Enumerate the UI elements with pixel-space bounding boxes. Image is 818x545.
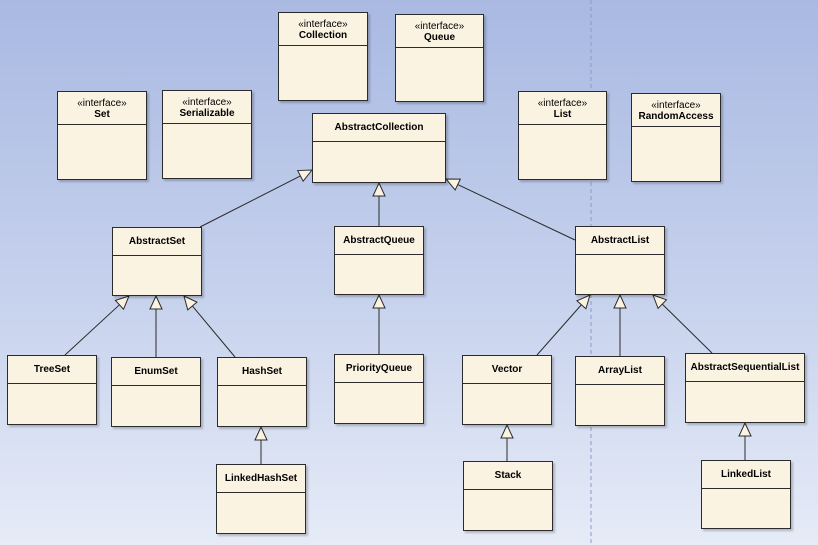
generalization-arrowhead bbox=[500, 423, 514, 439]
class-header: «interface» Set bbox=[58, 92, 146, 125]
generalization-hash-set-to-abstract-set bbox=[183, 295, 236, 358]
class-name: Collection bbox=[298, 30, 348, 41]
class-name: LinkedHashSet bbox=[224, 473, 298, 484]
generalization-line bbox=[199, 175, 301, 228]
stereotype-label: «interface» bbox=[537, 98, 588, 109]
class-name: RandomAccess bbox=[638, 111, 714, 122]
class-name: Queue bbox=[423, 32, 456, 43]
class-header: «interface» List bbox=[519, 92, 606, 125]
interface-collection[interactable]: «interface» Collection bbox=[278, 12, 368, 101]
class-abstract-list[interactable]: AbstractList bbox=[575, 226, 665, 295]
class-array-list[interactable]: ArrayList bbox=[575, 356, 665, 426]
generalization-array-list-to-abstract-list bbox=[613, 293, 627, 356]
stereotype-label: «interface» bbox=[651, 100, 701, 111]
class-hash-set[interactable]: HashSet bbox=[217, 357, 307, 427]
class-linked-hash-set[interactable]: LinkedHashSet bbox=[216, 464, 306, 534]
class-abstract-collection[interactable]: AbstractCollection bbox=[312, 113, 446, 183]
generalization-tree-set-to-abstract-set bbox=[64, 295, 130, 356]
generalization-arrowhead bbox=[613, 293, 627, 309]
class-name: AbstractCollection bbox=[334, 122, 424, 133]
class-name: TreeSet bbox=[33, 364, 71, 375]
generalization-vector-to-abstract-list bbox=[536, 294, 591, 356]
generalization-line bbox=[457, 184, 576, 241]
class-name: Vector bbox=[491, 364, 523, 375]
class-abstract-set[interactable]: AbstractSet bbox=[112, 227, 202, 296]
generalization-abstract-queue-to-abstract-collection bbox=[372, 181, 386, 226]
generalization-arrowhead bbox=[114, 295, 130, 311]
generalization-linked-list-to-abstract-sequential-list bbox=[738, 421, 752, 460]
class-header: «interface» RandomAccess bbox=[632, 94, 720, 127]
interface-set[interactable]: «interface» Set bbox=[57, 91, 147, 180]
class-header: AbstractList bbox=[576, 227, 664, 255]
class-name: AbstractSet bbox=[128, 236, 186, 247]
class-name: HashSet bbox=[241, 366, 282, 377]
class-priority-queue[interactable]: PriorityQueue bbox=[334, 354, 424, 424]
stereotype-label: «interface» bbox=[414, 21, 465, 32]
class-header: Stack bbox=[464, 462, 552, 490]
class-name: List bbox=[553, 109, 572, 120]
generalization-abstract-sequential-list-to-abstract-list bbox=[652, 294, 713, 354]
class-header: EnumSet bbox=[112, 358, 200, 386]
class-tree-set[interactable]: TreeSet bbox=[7, 355, 97, 425]
class-name: AbstractQueue bbox=[343, 235, 415, 246]
interface-serializable[interactable]: «interface» Serializable bbox=[162, 90, 252, 179]
stereotype-label: «interface» bbox=[77, 98, 127, 109]
stereotype-label: «interface» bbox=[298, 19, 348, 30]
class-vector[interactable]: Vector bbox=[462, 355, 552, 425]
class-name: Serializable bbox=[179, 108, 235, 119]
generalization-line bbox=[661, 303, 713, 354]
class-header: HashSet bbox=[218, 358, 306, 386]
class-name: Set bbox=[94, 109, 110, 120]
generalization-linked-hash-set-to-hash-set bbox=[254, 425, 268, 464]
class-name: Stack bbox=[494, 470, 522, 481]
interface-random-access[interactable]: «interface» RandomAccess bbox=[631, 93, 721, 182]
class-name: PriorityQueue bbox=[345, 363, 413, 374]
class-stack[interactable]: Stack bbox=[463, 461, 553, 531]
class-header: «interface» Collection bbox=[279, 13, 367, 46]
generalization-arrowhead bbox=[183, 295, 198, 311]
class-name: ArrayList bbox=[598, 365, 642, 376]
generalization-line bbox=[536, 304, 582, 356]
class-header: LinkedList bbox=[702, 461, 790, 489]
class-enum-set[interactable]: EnumSet bbox=[111, 357, 201, 427]
generalization-arrowhead bbox=[372, 293, 386, 309]
class-header: AbstractQueue bbox=[335, 227, 423, 255]
generalization-arrowhead bbox=[372, 181, 386, 197]
generalization-line bbox=[64, 304, 120, 356]
generalization-priority-queue-to-abstract-queue bbox=[372, 293, 386, 354]
class-header: Vector bbox=[463, 356, 551, 384]
class-header: AbstractSequentialList bbox=[686, 354, 804, 382]
class-abstract-sequential-list[interactable]: AbstractSequentialList bbox=[685, 353, 805, 423]
class-linked-list[interactable]: LinkedList bbox=[701, 460, 791, 529]
class-header: ArrayList bbox=[576, 357, 664, 385]
interface-list[interactable]: «interface» List bbox=[518, 91, 607, 180]
class-header: AbstractCollection bbox=[313, 114, 445, 142]
class-name: LinkedList bbox=[720, 469, 771, 480]
class-header: PriorityQueue bbox=[335, 355, 423, 383]
class-name: EnumSet bbox=[134, 366, 178, 377]
generalization-line bbox=[191, 305, 236, 358]
class-abstract-queue[interactable]: AbstractQueue bbox=[334, 226, 424, 295]
generalization-abstract-list-to-abstract-collection bbox=[444, 178, 576, 241]
interface-queue[interactable]: «interface» Queue bbox=[395, 14, 484, 102]
generalization-arrowhead bbox=[652, 294, 668, 310]
generalization-arrowhead bbox=[444, 178, 462, 191]
generalization-enum-set-to-abstract-set bbox=[149, 294, 163, 357]
generalization-arrowhead bbox=[296, 169, 314, 183]
generalization-arrowhead bbox=[254, 425, 268, 441]
class-name: AbstractSequentialList bbox=[690, 362, 800, 373]
class-header: LinkedHashSet bbox=[217, 465, 305, 493]
stereotype-label: «interface» bbox=[182, 97, 232, 108]
generalization-stack-to-vector bbox=[500, 423, 514, 461]
class-header: «interface» Serializable bbox=[163, 91, 251, 124]
generalization-arrowhead bbox=[575, 294, 591, 310]
class-header: «interface» Queue bbox=[396, 15, 483, 48]
class-header: TreeSet bbox=[8, 356, 96, 384]
class-name: AbstractList bbox=[590, 235, 650, 246]
generalization-arrowhead bbox=[738, 421, 752, 437]
generalization-arrowhead bbox=[149, 294, 163, 310]
class-header: AbstractSet bbox=[113, 228, 201, 256]
